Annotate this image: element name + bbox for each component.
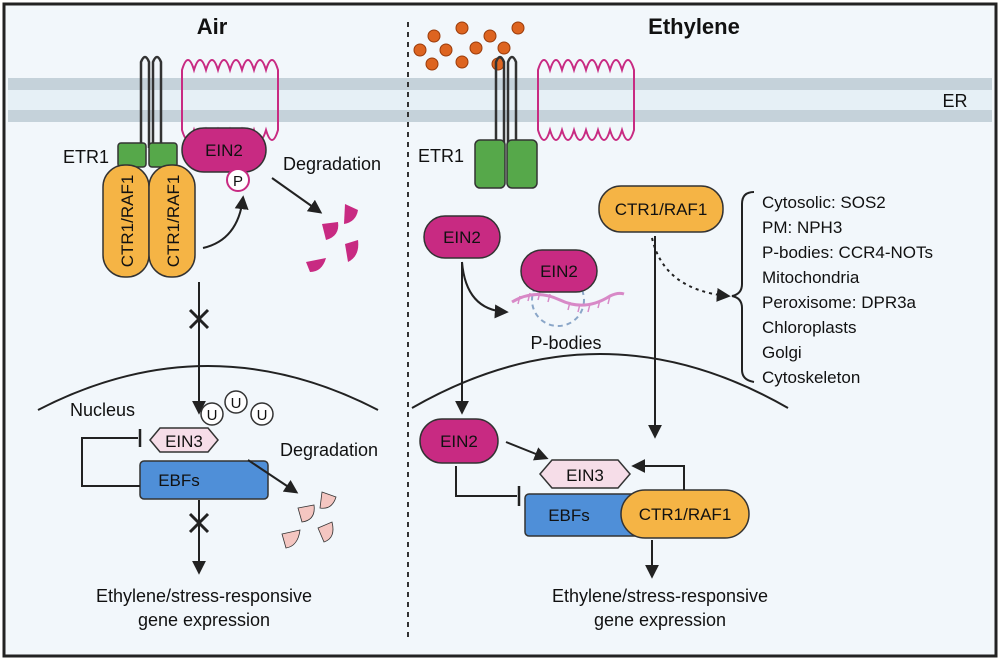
ein3-left bbox=[149, 427, 219, 453]
gene-expression-right-line1: Ethylene/stress-responsive bbox=[552, 586, 768, 606]
ctr1-left-b bbox=[148, 164, 196, 278]
degradation-label-bottom: Degradation bbox=[280, 440, 378, 460]
location-item: P-bodies: CCR4-NOTs bbox=[762, 243, 933, 262]
gene-expression-left-line2: gene expression bbox=[138, 610, 270, 630]
subcellular-locations-list: Cytosolic: SOS2 PM: NPH3 P-bodies: CCR4-… bbox=[762, 193, 933, 387]
er-label: ER bbox=[942, 91, 967, 111]
gene-expression-right-line2: gene expression bbox=[594, 610, 726, 630]
ein2-left-label: EIN2 bbox=[205, 141, 243, 160]
degradation-label-top: Degradation bbox=[283, 154, 381, 174]
ubiquitin-2 bbox=[224, 390, 248, 414]
ctr1-cytosolic bbox=[598, 185, 724, 233]
ubiquitin-2-label: U bbox=[231, 395, 242, 412]
ctr1-left-a-label: CTR1/RAF1 bbox=[118, 175, 137, 268]
ein2-inhibits-ebfs bbox=[455, 466, 517, 497]
ctr1-nuclear-label: CTR1/RAF1 bbox=[639, 505, 732, 524]
etr1-block-left-b bbox=[148, 142, 178, 168]
ctr1-left-b-label: CTR1/RAF1 bbox=[164, 175, 183, 268]
ein3-right bbox=[539, 459, 631, 489]
location-item: Mitochondria bbox=[762, 268, 860, 287]
ebfs-left-label: EBFs bbox=[158, 471, 200, 490]
degradation-arrow-top bbox=[271, 177, 323, 214]
ein2-free-label: EIN2 bbox=[443, 228, 481, 247]
ctr1-cytosolic-label: CTR1/RAF1 bbox=[615, 200, 708, 219]
etr1-label-right: ETR1 bbox=[418, 146, 464, 166]
ctr1-to-ein3-arrow bbox=[631, 459, 685, 490]
ebfs-left bbox=[139, 460, 269, 500]
pbodies-label: P-bodies bbox=[530, 333, 601, 353]
phosphate-label: P bbox=[233, 173, 243, 190]
ein2-left bbox=[181, 127, 267, 173]
ubiquitin-1 bbox=[200, 402, 224, 426]
er-membrane bbox=[8, 78, 992, 122]
etr1-block-right-b bbox=[506, 139, 538, 189]
ubiquitin-1-label: U bbox=[207, 407, 218, 424]
degradation-arrow-bottom bbox=[247, 459, 299, 494]
ein2-pbody bbox=[520, 249, 598, 293]
etr1-transmembrane-helices-right bbox=[494, 55, 518, 148]
nucleus-envelope-left bbox=[37, 365, 379, 411]
mrna-ticks bbox=[517, 291, 611, 313]
ein2-pbody-label: EIN2 bbox=[540, 262, 578, 281]
locations-brace bbox=[731, 191, 755, 383]
degraded-ein3-fragments bbox=[281, 491, 337, 549]
nucleus-envelope-right bbox=[411, 353, 789, 409]
feedback-inhibition-left bbox=[81, 437, 140, 487]
etr1-transmembrane-helices-left bbox=[139, 55, 163, 148]
ein2-activates-ein3-arrow bbox=[505, 441, 549, 461]
title-ethylene: Ethylene bbox=[648, 14, 740, 39]
location-item: Cytosolic: SOS2 bbox=[762, 193, 886, 212]
ubiquitin-3-label: U bbox=[257, 407, 268, 424]
ein2-nuclear bbox=[419, 418, 499, 464]
title-air: Air bbox=[197, 14, 228, 39]
ein2-to-pbody-arrow bbox=[461, 261, 509, 319]
location-item: PM: NPH3 bbox=[762, 218, 842, 237]
mrna-strand bbox=[511, 291, 625, 307]
ein3-right-label: EIN3 bbox=[566, 466, 604, 485]
block-cross-upper bbox=[188, 308, 210, 330]
etr1-label-left: ETR1 bbox=[63, 147, 109, 167]
phosphate-circle bbox=[226, 168, 250, 192]
location-item: Chloroplasts bbox=[762, 318, 857, 337]
location-item: Peroxisome: DPR3a bbox=[762, 293, 917, 312]
etr1-block-right-a bbox=[474, 139, 506, 189]
ein2-free bbox=[423, 215, 501, 259]
ein2-transmembrane-coil-right bbox=[537, 59, 635, 141]
phosphorylation-arrow bbox=[202, 195, 249, 249]
etr1-block-left-a bbox=[117, 142, 147, 168]
ebfs-right-label: EBFs bbox=[548, 506, 590, 525]
nucleus-label: Nucleus bbox=[70, 400, 135, 420]
ein2-nuclear-label: EIN2 bbox=[440, 432, 478, 451]
location-item: Cytoskeleton bbox=[762, 368, 860, 387]
ein3-left-label: EIN3 bbox=[165, 432, 203, 451]
gene-expression-left-line1: Ethylene/stress-responsive bbox=[96, 586, 312, 606]
block-cross-lower bbox=[188, 512, 210, 534]
ubiquitin-3 bbox=[250, 402, 274, 426]
location-item: Golgi bbox=[762, 343, 802, 362]
degraded-ein2-fragments bbox=[306, 204, 359, 272]
